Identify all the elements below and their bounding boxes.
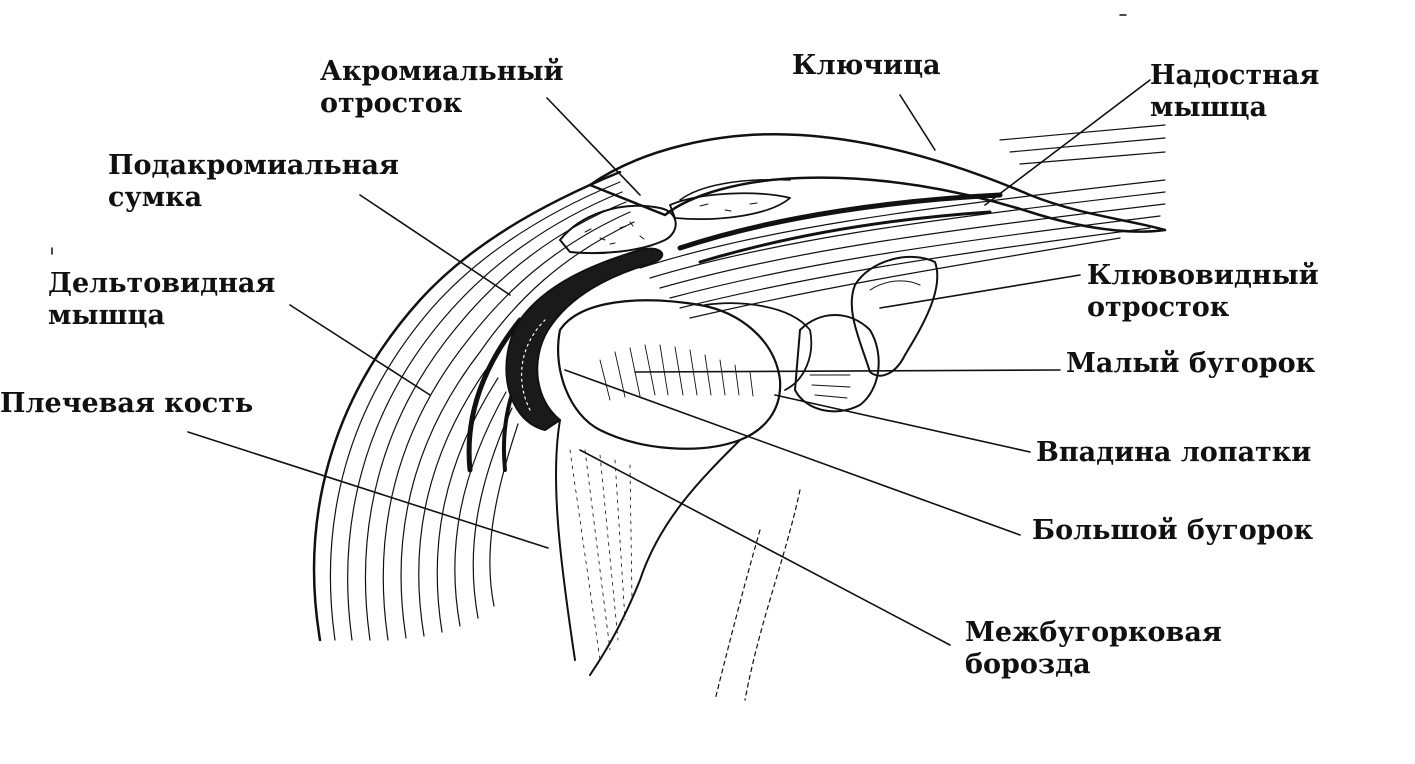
leader-supraspinatus xyxy=(984,79,1151,206)
coracoid-shape xyxy=(850,255,939,377)
humeral-head-shape xyxy=(557,299,782,450)
leader-coracoid xyxy=(879,274,1081,309)
label-acromion: Акромиальный отросток xyxy=(320,56,564,119)
leader-bursa xyxy=(359,194,511,296)
label-glenoid: Впадина лопатки xyxy=(1036,437,1312,468)
glenoid-shape xyxy=(794,314,880,413)
acromion-texture xyxy=(584,221,645,245)
humerus-shaft xyxy=(555,419,576,661)
leader-humerus xyxy=(187,431,549,549)
label-intertubercular-groove: Межбугорковая борозда xyxy=(965,617,1222,680)
supraspinatus-fibers xyxy=(639,124,1166,319)
deltoid-outline xyxy=(312,170,622,642)
label-subacromial-bursa: Подакромиальная сумка xyxy=(108,150,399,213)
subacromial-bursa-shape xyxy=(505,247,664,431)
leader-glenoid xyxy=(774,394,1031,453)
label-lesser-tubercle: Малый бугорок xyxy=(1066,348,1316,379)
leader-deltoid xyxy=(289,304,431,396)
leader-greater-tubercle xyxy=(564,369,1021,536)
leader-acromion xyxy=(546,97,641,196)
deltoid-fibers xyxy=(329,181,635,641)
leader-clavicle xyxy=(899,94,936,151)
label-coracoid: Клювовидный отросток xyxy=(1087,260,1319,323)
label-humerus: Плечевая кость xyxy=(0,388,254,419)
clavicle-shape xyxy=(588,133,1167,233)
label-supraspinatus: Надостная мышца xyxy=(1150,60,1320,123)
acromion-shape xyxy=(559,204,677,255)
label-greater-tubercle: Большой бугорок xyxy=(1032,515,1314,546)
leader-lesser-tubercle xyxy=(634,369,1061,373)
label-clavicle: Ключица xyxy=(792,50,941,81)
label-deltoid: Дельтовидная мышца xyxy=(48,268,276,331)
leader-lines xyxy=(187,79,1151,646)
leader-groove xyxy=(579,449,951,646)
